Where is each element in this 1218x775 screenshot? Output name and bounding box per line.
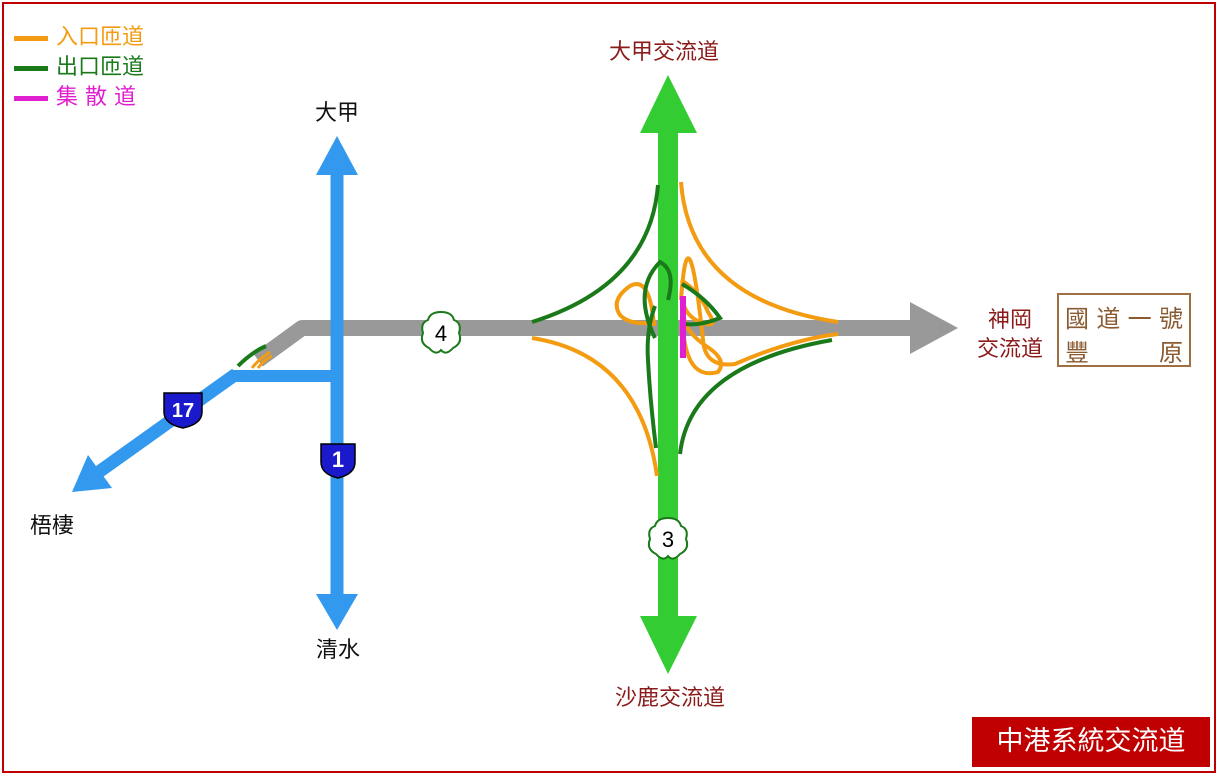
map-title: 中港系統交流道	[972, 717, 1210, 767]
label-wuqi: 梧棲	[30, 514, 75, 539]
legend-swatch-green	[14, 65, 48, 71]
provincial-route-17-road	[72, 368, 337, 492]
provincial-route-1-road	[316, 136, 358, 630]
arrow-east-icon	[910, 302, 958, 354]
note-char: 號	[1158, 305, 1183, 333]
freeway-3-number: 3	[662, 527, 674, 552]
route-17-shield-icon: 17	[163, 392, 203, 429]
legend-label: 集 散 道	[56, 85, 136, 110]
legend-exit-ramp: 出口匝道	[14, 54, 144, 82]
label-shalu-interchange: 沙鹿交流道	[614, 686, 726, 711]
legend-swatch-magenta	[14, 95, 48, 101]
route-1-shield-icon: 1	[320, 443, 356, 479]
label-shengang: 神岡	[987, 308, 1033, 333]
former-name-note: 國 道 一 號 豐 原	[1057, 293, 1191, 367]
freeway-4-number: 4	[435, 321, 447, 346]
note-char: 道	[1096, 305, 1121, 333]
exit-ramps	[531, 184, 833, 455]
arrow-north-icon	[640, 75, 697, 133]
note-char: 國	[1065, 305, 1089, 333]
label-shengang-interchange: 交流道	[976, 337, 1044, 362]
legend-swatch-orange	[14, 35, 48, 41]
legend-entrance-ramp: 入口匝道	[14, 24, 144, 52]
legend-cd-road: 集 散 道	[14, 84, 136, 112]
note-char: 原	[1159, 339, 1183, 367]
legend-label: 出口匝道	[56, 55, 145, 80]
freeway-4-shield-icon: 4	[420, 310, 462, 354]
label-dajia: 大甲	[314, 101, 360, 126]
arrow-north-icon	[316, 136, 358, 175]
label-qingshui: 清水	[315, 638, 361, 663]
arrow-south-icon	[316, 594, 358, 630]
legend-label: 入口匝道	[56, 25, 145, 50]
freeway-4-road	[253, 302, 958, 367]
arrow-south-icon	[640, 616, 697, 674]
entrance-ramps	[531, 181, 839, 477]
route-17-number: 17	[172, 400, 194, 422]
label-dajia-interchange: 大甲交流道	[608, 40, 720, 65]
arrow-southwest-icon	[72, 455, 112, 492]
note-char: 一	[1127, 305, 1152, 333]
freeway-3-shield-icon: 3	[647, 516, 689, 560]
route-1-number: 1	[332, 447, 344, 472]
route17-junction-ramps	[236, 344, 273, 369]
note-char: 豐	[1065, 339, 1089, 367]
